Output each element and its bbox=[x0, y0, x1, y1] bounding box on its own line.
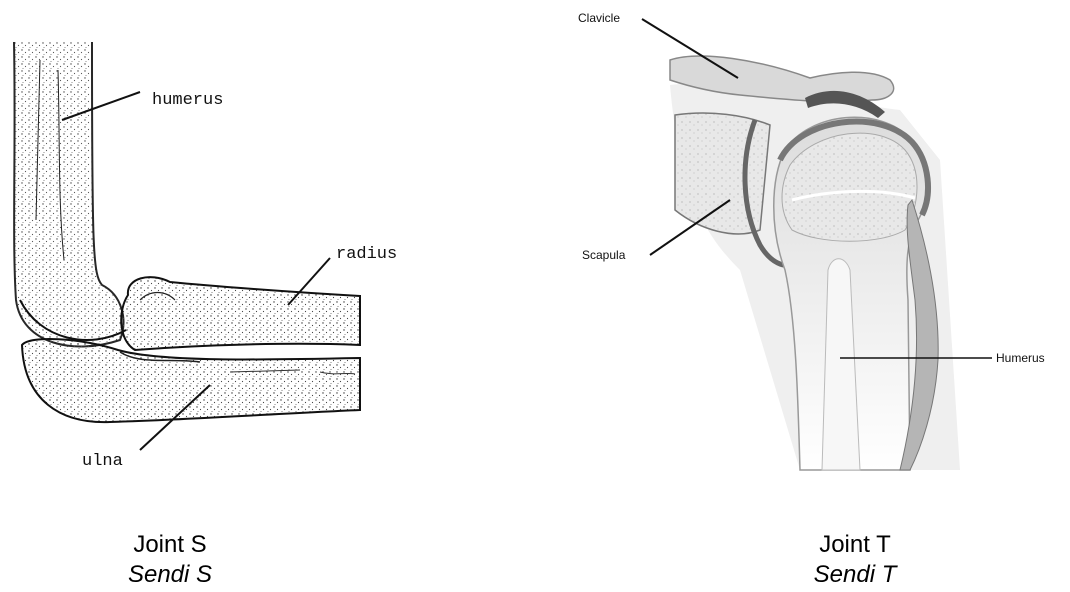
humerus-bone bbox=[14, 42, 126, 347]
caption-joint-s: Joint S Sendi S bbox=[60, 530, 280, 590]
ulna-bone bbox=[22, 339, 360, 422]
elbow-diagram: humerus radius ulna bbox=[0, 0, 440, 480]
shoulder-diagram: Clavicle Scapula Humerus bbox=[560, 0, 1070, 480]
radius-bone bbox=[121, 277, 360, 350]
scapula-label: Scapula bbox=[582, 248, 626, 262]
ulna-label: ulna bbox=[82, 452, 123, 471]
radius-label: radius bbox=[336, 245, 397, 264]
caption-joint-s-malay: Sendi S bbox=[60, 560, 280, 590]
clavicle-label: Clavicle bbox=[578, 11, 620, 25]
shoulder-drawing: Clavicle Scapula Humerus bbox=[560, 0, 1070, 480]
caption-joint-t-english: Joint T bbox=[745, 530, 965, 560]
humerus-label: Humerus bbox=[996, 351, 1045, 365]
humerus-label: humerus bbox=[152, 91, 223, 110]
scapula-bone bbox=[675, 113, 770, 234]
caption-joint-s-english: Joint S bbox=[60, 530, 280, 560]
caption-joint-t-malay: Sendi T bbox=[745, 560, 965, 590]
caption-joint-t: Joint T Sendi T bbox=[745, 530, 965, 590]
elbow-drawing: humerus radius ulna bbox=[0, 0, 440, 480]
